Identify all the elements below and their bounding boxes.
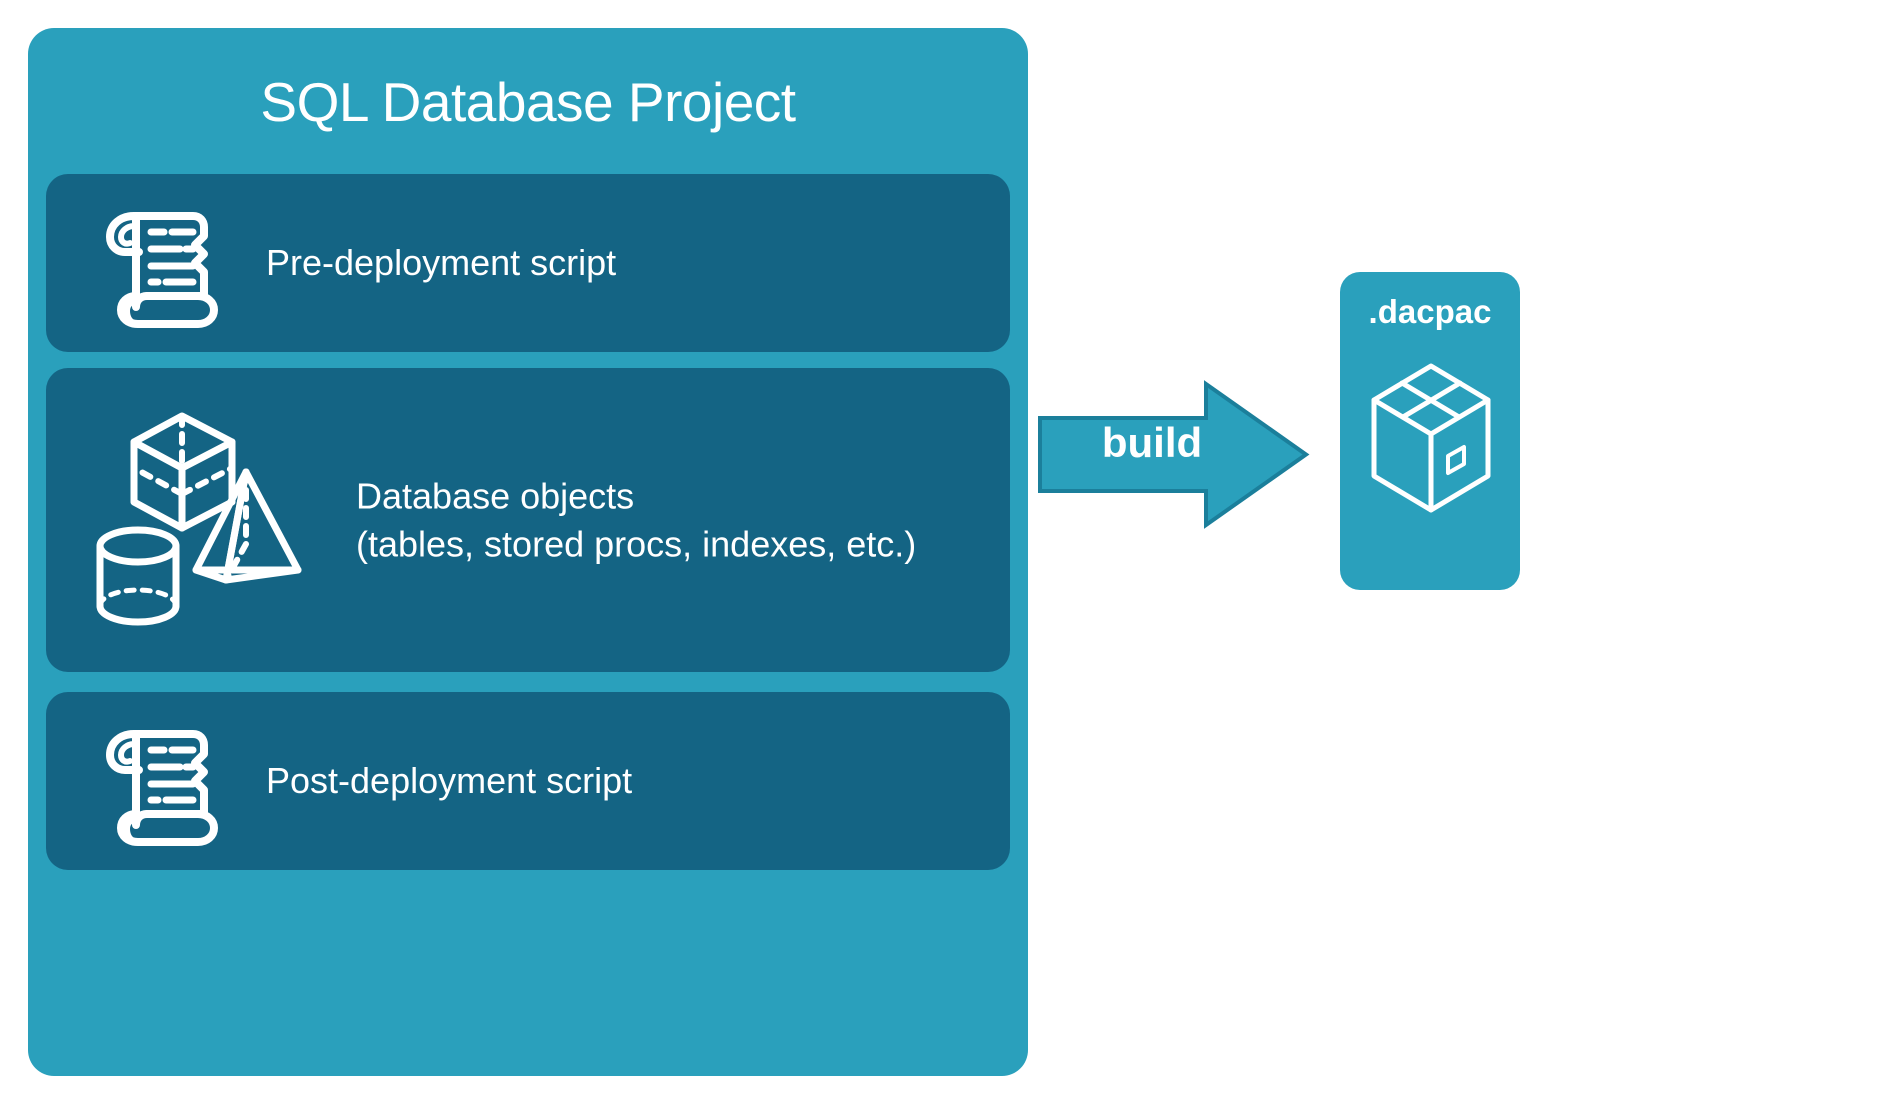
scroll-icon xyxy=(94,196,226,328)
row-label-database-objects: Database objects (tables, stored procs, … xyxy=(356,472,916,567)
scroll-icon xyxy=(94,714,226,846)
row-database-objects: Database objects (tables, stored procs, … xyxy=(46,368,1010,672)
cube-icon xyxy=(130,412,236,532)
arrow-right-icon xyxy=(1038,380,1310,529)
project-title: SQL Database Project xyxy=(260,71,796,133)
row-label-post-deployment: Post-deployment script xyxy=(266,760,633,802)
database-objects-icon-group xyxy=(86,394,346,646)
row-post-deployment-script: Post-deployment script xyxy=(46,692,1010,870)
package-box-icon xyxy=(1368,360,1494,516)
cylinder-icon xyxy=(96,526,180,626)
row-label-database-objects-line1: Database objects xyxy=(356,475,635,517)
sql-database-project-card: SQL Database Project xyxy=(28,28,1028,1076)
row-pre-deployment-script: Pre-deployment script xyxy=(46,174,1010,352)
row-label-pre-deployment: Pre-deployment script xyxy=(266,242,617,284)
dacpac-output-card: .dacpac xyxy=(1340,272,1520,590)
dacpac-title: .dacpac xyxy=(1368,293,1492,330)
row-label-database-objects-line2: (tables, stored procs, indexes, etc.) xyxy=(356,523,917,564)
pyramid-icon xyxy=(192,468,302,584)
